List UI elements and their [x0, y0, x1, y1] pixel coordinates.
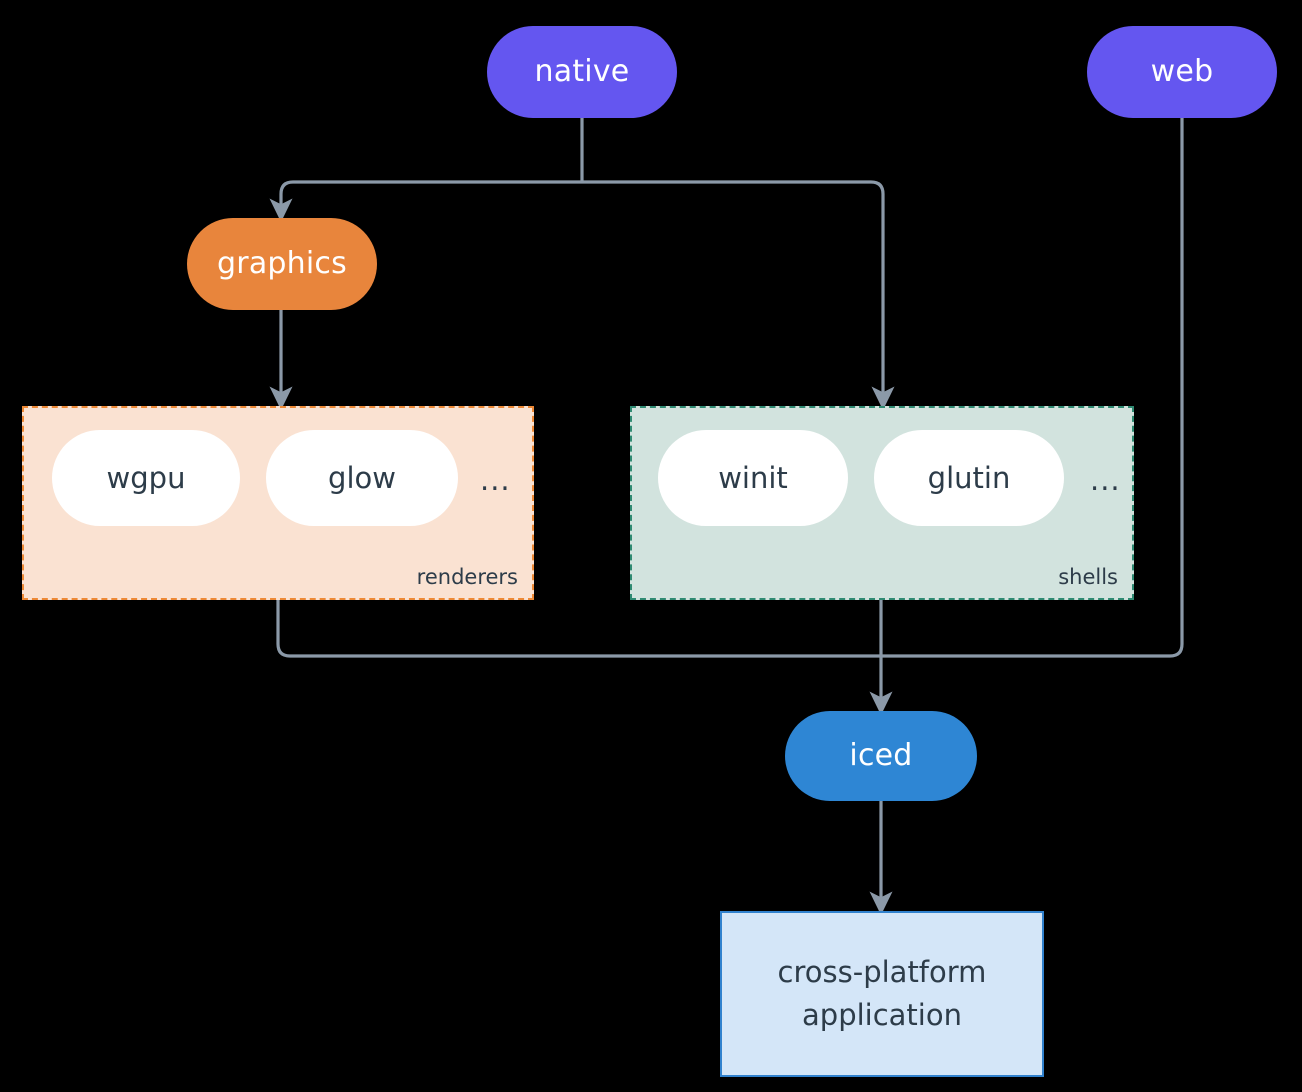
group-renderers-label: renderers: [416, 565, 518, 589]
renderers-overflow-ellipsis: ...: [480, 463, 511, 497]
node-winit[interactable]: winit: [658, 430, 848, 526]
node-native-label: native: [534, 54, 630, 89]
node-iced[interactable]: iced: [785, 711, 977, 801]
node-glutin-label: glutin: [927, 460, 1011, 495]
shells-overflow-ellipsis: ...: [1090, 463, 1121, 497]
node-glutin[interactable]: glutin: [874, 430, 1064, 526]
edge-native-to-graphics: [269, 180, 582, 223]
application-label-line1: cross-platform: [777, 954, 987, 989]
node-web[interactable]: web: [1087, 26, 1277, 118]
edge-native-to-shells: [582, 180, 895, 411]
node-web-label: web: [1150, 54, 1214, 89]
node-glow[interactable]: glow: [266, 430, 458, 526]
group-shells-label: shells: [1058, 565, 1118, 589]
node-wgpu-label: wgpu: [106, 460, 186, 495]
node-iced-label: iced: [849, 738, 913, 773]
node-native[interactable]: native: [487, 26, 677, 118]
application-label-line2: application: [802, 998, 962, 1032]
group-shells[interactable]: winit glutin ... shells: [630, 406, 1134, 600]
node-graphics[interactable]: graphics: [187, 218, 377, 310]
node-winit-label: winit: [718, 460, 788, 495]
edge-renderers-to-iced: [276, 600, 881, 658]
node-graphics-label: graphics: [217, 246, 347, 281]
node-cross-platform-application[interactable]: cross-platform application: [720, 911, 1044, 1077]
node-wgpu[interactable]: wgpu: [52, 430, 240, 526]
node-glow-label: glow: [328, 460, 396, 495]
group-renderers[interactable]: wgpu glow ... renderers: [22, 406, 534, 600]
